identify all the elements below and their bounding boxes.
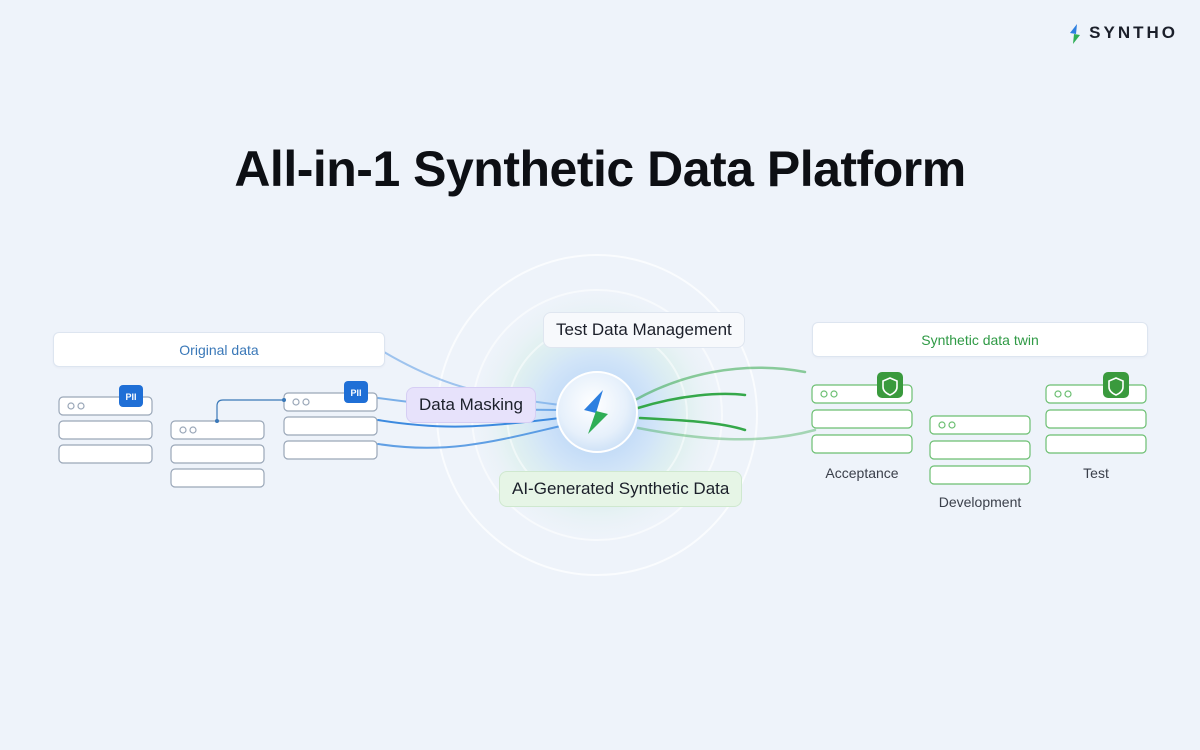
- shield-icon: [877, 372, 903, 398]
- page-title: All-in-1 Synthetic Data Platform: [234, 141, 966, 197]
- syntho-logo-icon: [1070, 24, 1080, 44]
- synthetic-twin-label: Synthetic data twin: [812, 322, 1148, 357]
- original-server-2: [170, 420, 265, 488]
- brand-name: SYNTHO: [1089, 23, 1178, 42]
- logo-mark-spacer: [1067, 22, 1083, 44]
- syntho-hub-orb: [556, 371, 638, 453]
- svg-text:PII: PII: [125, 392, 136, 402]
- twin-server-development: [929, 415, 1031, 485]
- original-server-3: [283, 392, 378, 460]
- pii-badge-2: PII: [344, 381, 368, 403]
- pii-badge-1: PII: [119, 385, 143, 407]
- shield-icon: [1103, 372, 1129, 398]
- test-data-management-pill: Test Data Management: [543, 312, 745, 348]
- outgoing-flow-lines: [633, 366, 817, 441]
- data-masking-pill: Data Masking: [406, 387, 536, 423]
- brand-logo: SYNTHO: [1067, 22, 1178, 44]
- env-label-acceptance: Acceptance: [825, 465, 899, 481]
- twin-server-test: [1045, 384, 1147, 454]
- svg-text:PII: PII: [350, 388, 361, 398]
- ai-generated-synthetic-data-pill: AI-Generated Synthetic Data: [499, 471, 743, 507]
- server-connector: [216, 399, 284, 421]
- env-label-test: Test: [1083, 465, 1109, 481]
- env-label-development: Development: [938, 494, 1022, 510]
- original-data-label: Original data: [53, 332, 385, 367]
